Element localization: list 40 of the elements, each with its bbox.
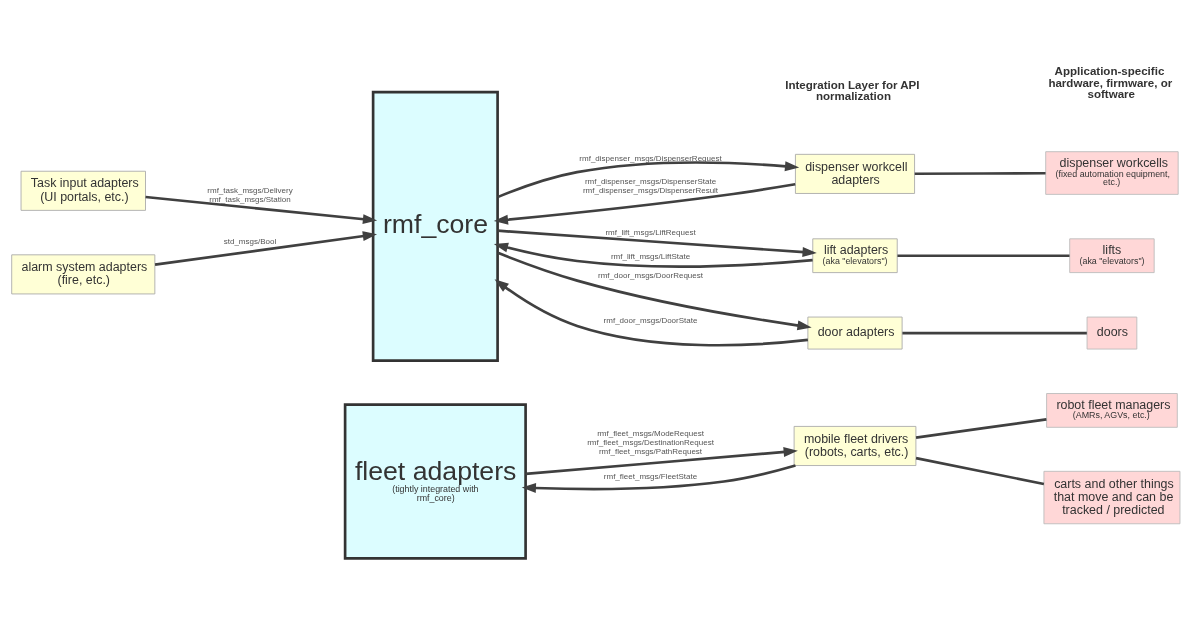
edge-label: rmf_fleet_msgs/FleetState: [603, 471, 698, 481]
connector: [915, 456, 1045, 485]
node-box: door adapters: [807, 316, 903, 349]
node-box: mobile fleet drivers (robots, carts, etc.): [793, 425, 917, 466]
node-box: alarm system adapters (fire, etc.): [11, 253, 156, 294]
connector: [902, 331, 1087, 334]
connector: [897, 253, 1070, 257]
node-box: rmf_core: [371, 90, 499, 362]
arrow: [497, 251, 812, 330]
arrow: [493, 242, 813, 268]
edge-label: rmf_lift_msgs/LiftState: [610, 251, 691, 261]
label: Application-specific hardware, firmware, or software: [1048, 64, 1173, 100]
arrow: [493, 182, 796, 225]
connector: [914, 171, 1046, 175]
node-box: Task input adapters (UI portals, etc.): [20, 170, 146, 211]
node-box: dispenser workcell adapters: [795, 153, 915, 194]
arrow: [525, 446, 798, 475]
edge-label: rmf_door_msgs/DoorState: [603, 315, 698, 325]
edge-label: rmf_dispenser_msgs/DispenserRequest: [579, 153, 722, 163]
connector: [915, 417, 1047, 439]
arrow: [521, 463, 796, 493]
arrow: [497, 228, 817, 257]
node-box: robot fleet managers (AMRs, AGVs, etc.): [1046, 392, 1178, 428]
edge-label: rmf_fleet_msgs/ModeRequest rmf_fleet_msgs/DestinationRequest rmf_fleet_msgs/PathRequest: [587, 428, 714, 456]
node-box: dispenser workcells (fixed automation equipment, etc.): [1045, 150, 1179, 195]
node-box: carts and other things that move and can be tracked / predicted: [1043, 470, 1181, 524]
edge-label: rmf_dispenser_msgs/DispenserState rmf_dispenser_msgs/DispenserResult: [582, 176, 719, 195]
edge-label: rmf_door_msgs/DoorRequest: [598, 270, 703, 280]
edge-label: rmf_lift_msgs/LiftRequest: [605, 227, 696, 237]
node-box: doors: [1086, 316, 1138, 349]
node-box: fleet adapters (tightly integrated with rmf_core): [343, 402, 527, 560]
node-box: lift adapters (aka "elevators"): [812, 237, 898, 273]
arrow: [154, 230, 378, 266]
arrow: [497, 160, 800, 198]
edge-label: std_msgs/Bool: [223, 236, 277, 246]
label: Integration Layer for API normalization: [785, 78, 920, 102]
arrow: [145, 195, 378, 224]
arrow: [494, 278, 808, 347]
edge-label: rmf_task_msgs/Delivery rmf_task_msgs/Station: [207, 185, 293, 204]
node-box: lifts (aka "elevators"): [1069, 237, 1155, 273]
